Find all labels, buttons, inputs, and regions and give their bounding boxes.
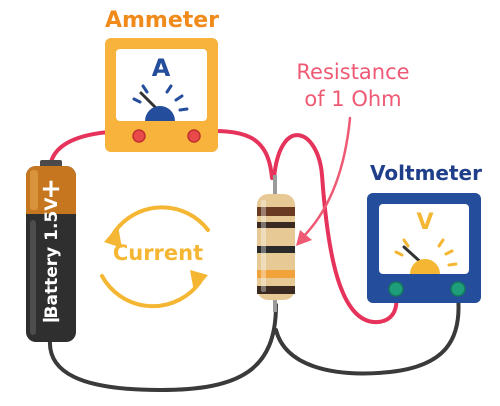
voltmeter-letter: V — [416, 210, 433, 235]
resistor-icon — [257, 175, 295, 312]
battery-label: Battery 1.5V — [42, 197, 62, 319]
current-label: Current — [113, 241, 203, 265]
resistance-pointer-arrow — [296, 116, 352, 246]
battery-minus-sign: − — [40, 305, 62, 335]
ammeter-letter: A — [152, 54, 171, 82]
current-arrow-icon — [100, 205, 210, 309]
wire-resistor-voltmeter-black — [274, 294, 461, 376]
ammeter-label: Ammeter — [105, 8, 219, 33]
wire-battery-resistor — [47, 303, 278, 393]
ammeter-icon: A — [105, 38, 218, 152]
resistance-label-line1: Resistance — [296, 60, 409, 84]
battery-plus-sign: + — [40, 174, 62, 204]
battery-icon: + Battery 1.5V − — [26, 160, 76, 342]
voltmeter-label: Voltmeter — [370, 161, 482, 185]
wire-resistor-voltmeter-red — [272, 133, 399, 325]
resistance-label-line2: of 1 Ohm — [304, 87, 401, 111]
voltmeter-icon: V — [367, 193, 481, 303]
